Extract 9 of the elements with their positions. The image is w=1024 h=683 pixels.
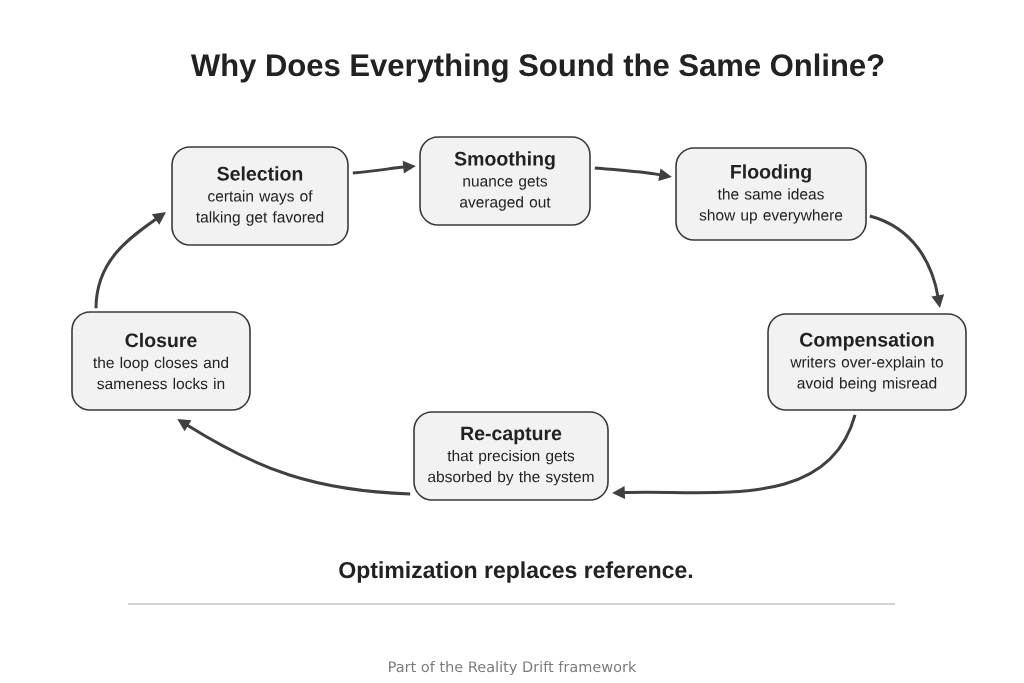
stage-box: Selection certain ways of talking get favored (171, 146, 349, 246)
caption: Optimization replaces reference. (339, 561, 693, 583)
footer-note: Part of the Reality Drift framework (389, 661, 637, 675)
title: Why Does Everything Sound the Same Online? (190, 53, 884, 83)
stage-box: Flooding the same ideas show up everywhere (675, 147, 867, 241)
stage-box: Compensation writers over-explain to avoid being misread (767, 313, 967, 411)
stage-box: Re-capture that precision gets absorbed by the system (413, 411, 609, 501)
stage-box: Closure the loop closes and sameness locks in (71, 311, 251, 411)
stage-box: Smoothing nuance gets averaged out (419, 136, 591, 226)
